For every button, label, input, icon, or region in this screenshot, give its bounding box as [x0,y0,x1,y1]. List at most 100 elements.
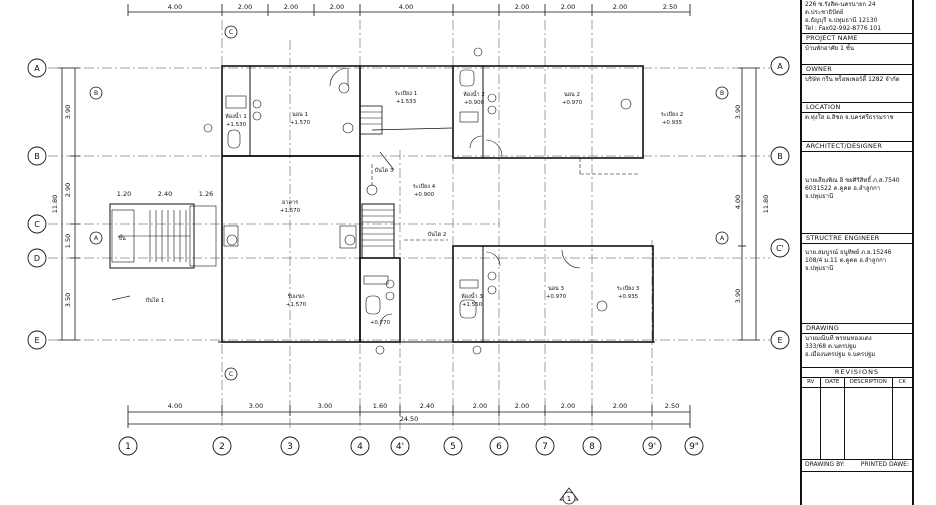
bottom-dim-5: 2.40 [420,402,434,410]
room-bed2-level: +0.970 [562,100,583,106]
top-dim-8: 2.00 [613,3,627,11]
room-balcony2-label: ระเบียง 2 [661,111,683,118]
room-bed1-label: นอน 1 [292,112,308,118]
room-bath3-label: ห้องน้ำ 3 [461,292,483,300]
room-bath2-label: ห้องน้ำ 2 [463,90,485,98]
top-dim-2: 2.00 [238,3,252,11]
row-bubble-a-right: A [777,62,783,71]
top-dim-1: 4.00 [168,3,182,11]
bottom-dim-8: 2.00 [613,402,627,410]
left-dim-3: 1.50 [64,234,72,248]
row-bubble-e: E [34,336,39,345]
drawing-by-label: DRAWING BY: [805,461,845,468]
col-bubble-8: 8 [589,442,595,452]
room-bed3-level: +0.970 [546,294,567,300]
office-address: 226 ซ.รังสิต-นครนายก 24 ต.ประชาธิปัตย์ อ… [802,0,912,34]
left-dim-2: 2.90 [64,183,72,197]
top-dim-9: 2.50 [663,3,677,11]
stair1 [109,203,195,269]
row-bubble-b-right: B [777,152,783,161]
location-value: ต.ทุ่งใส อ.สิชล จ.นครศรีธรรมราช [802,113,912,142]
section-a-left: B [94,90,98,97]
row-bubble-a: A [34,64,40,73]
drawing-number: 1 [567,495,571,503]
top-dim-4: 2.00 [330,3,344,11]
room-bed3-label: นอน 3 [548,286,565,292]
row-bubble-c: C [34,220,40,229]
left-dim-1: 3.90 [64,105,72,119]
section-b-left: A [94,235,99,242]
col-bubble-4: 4 [357,442,363,452]
revisions-heading: REVISIONS [802,368,912,378]
stair-dim-3: 1.26 [199,190,213,198]
col-bubble-2: 2 [219,442,225,452]
room-bath1-level: +1.530 [226,122,247,128]
room-hall-label: อาคาร [282,200,298,206]
bottom-dim-1: 4.00 [168,402,182,410]
stair-dim-1: 1.20 [117,190,131,198]
revisions-columns: RV DATE DESCRIPTION CK [802,378,912,388]
col-bubble-6: 6 [496,442,502,452]
project-name-heading: PROJECT NAME [802,34,912,44]
architect-info: นายเสียงพิณ อิ่ ชยศิริสิทธิ์ ภ.ส.7540 60… [802,152,912,234]
room-bath1-label: ห้องน้ำ 1 [225,112,247,120]
col-bubble-1: 1 [125,442,131,452]
right-dim-2: 4.00 [734,195,742,209]
location-heading: LOCATION [802,103,912,113]
top-dim-6: 2.00 [515,3,529,11]
stair2 [361,203,395,259]
bottom-dim-7: 2.00 [561,402,575,410]
room-balcony3-label: ระเบียง 3 [617,285,640,292]
section-c-bottom: C [229,371,233,378]
left-total: 11.80 [51,195,59,214]
right-total: 11.80 [762,195,770,214]
room-hall-level: +1.570 [280,208,301,214]
room-balcony4-label: ระเบียง 4 [413,183,436,190]
room-bed1-level: +1.570 [290,120,311,126]
printed-date-label: PRINTED DAWE: [860,461,909,468]
col-bubble-7: 7 [542,442,548,452]
room-wc-level: +0.770 [370,320,391,326]
col-bubble-3: 3 [287,442,293,452]
room-balcony1-label: ระเบียง 1 [395,90,417,97]
revisions-table [802,388,912,460]
bottom-dim-4: 1.60 [373,402,387,410]
owner-name: บริษัท กรีน พร็อพเพอร์ตี้ 1282 จำกัด [802,75,912,103]
room-balcony3-level: +0.935 [618,294,639,300]
stairs1-label: บันได 1 [146,297,165,304]
bottom-dim-3: 3.00 [318,402,332,410]
section-a-right: B [720,90,724,97]
col-bubble-9p: 9' [648,442,656,452]
stairs2-label: บันได 2 [428,231,447,238]
wall-room2 [452,65,644,159]
drawing-by-row: DRAWING BY: PRINTED DAWE: [802,460,912,472]
room-bath3-level: +1.550 [462,302,483,308]
room-balcony2-level: +0.935 [662,120,683,126]
col-bubble-9pp: 9" [689,442,699,452]
stair3 [359,105,383,135]
stair-dim-2: 2.40 [158,190,172,198]
room-living-level: +1.570 [286,302,307,308]
bottom-dim-10: 2.00 [473,402,487,410]
owner-heading: OWNER [802,65,912,75]
stairs3-label: บันได 3 [375,167,394,174]
room-bed2-label: นอน 2 [564,92,580,98]
wall-hall [221,155,361,343]
floor-plan: 4.00 2.00 2.00 2.00 4.00 2.00 2.00 2.00 … [27,3,790,505]
col-bubble-5: 5 [450,442,456,452]
total-dim: 24.50 [400,415,419,423]
architect-heading: ARCHITECT/DESIGNER [802,142,912,152]
row-bubble-cp-right: C' [776,244,784,253]
drawing-heading: DRAWING [802,324,912,334]
left-dim-4: 3.50 [64,293,72,307]
room-balcony1-level: +1.533 [396,99,417,105]
top-dim-7: 2.00 [561,3,575,11]
section-c-top: C [229,29,233,36]
title-block: 226 ซ.รังสิต-นครนายก 24 ต.ประชาธิปัตย์ อ… [800,0,914,505]
bottom-dim-2: 3.00 [249,402,263,410]
stair-up-label: ขึ้น [118,234,126,242]
top-dim-5: 4.00 [399,3,413,11]
wall-room1 [221,65,361,157]
structure-info: นาย.สมบูรณ์ ธนูทิพย์ ภ.ย.15246 108/4 ม.1… [802,244,912,324]
